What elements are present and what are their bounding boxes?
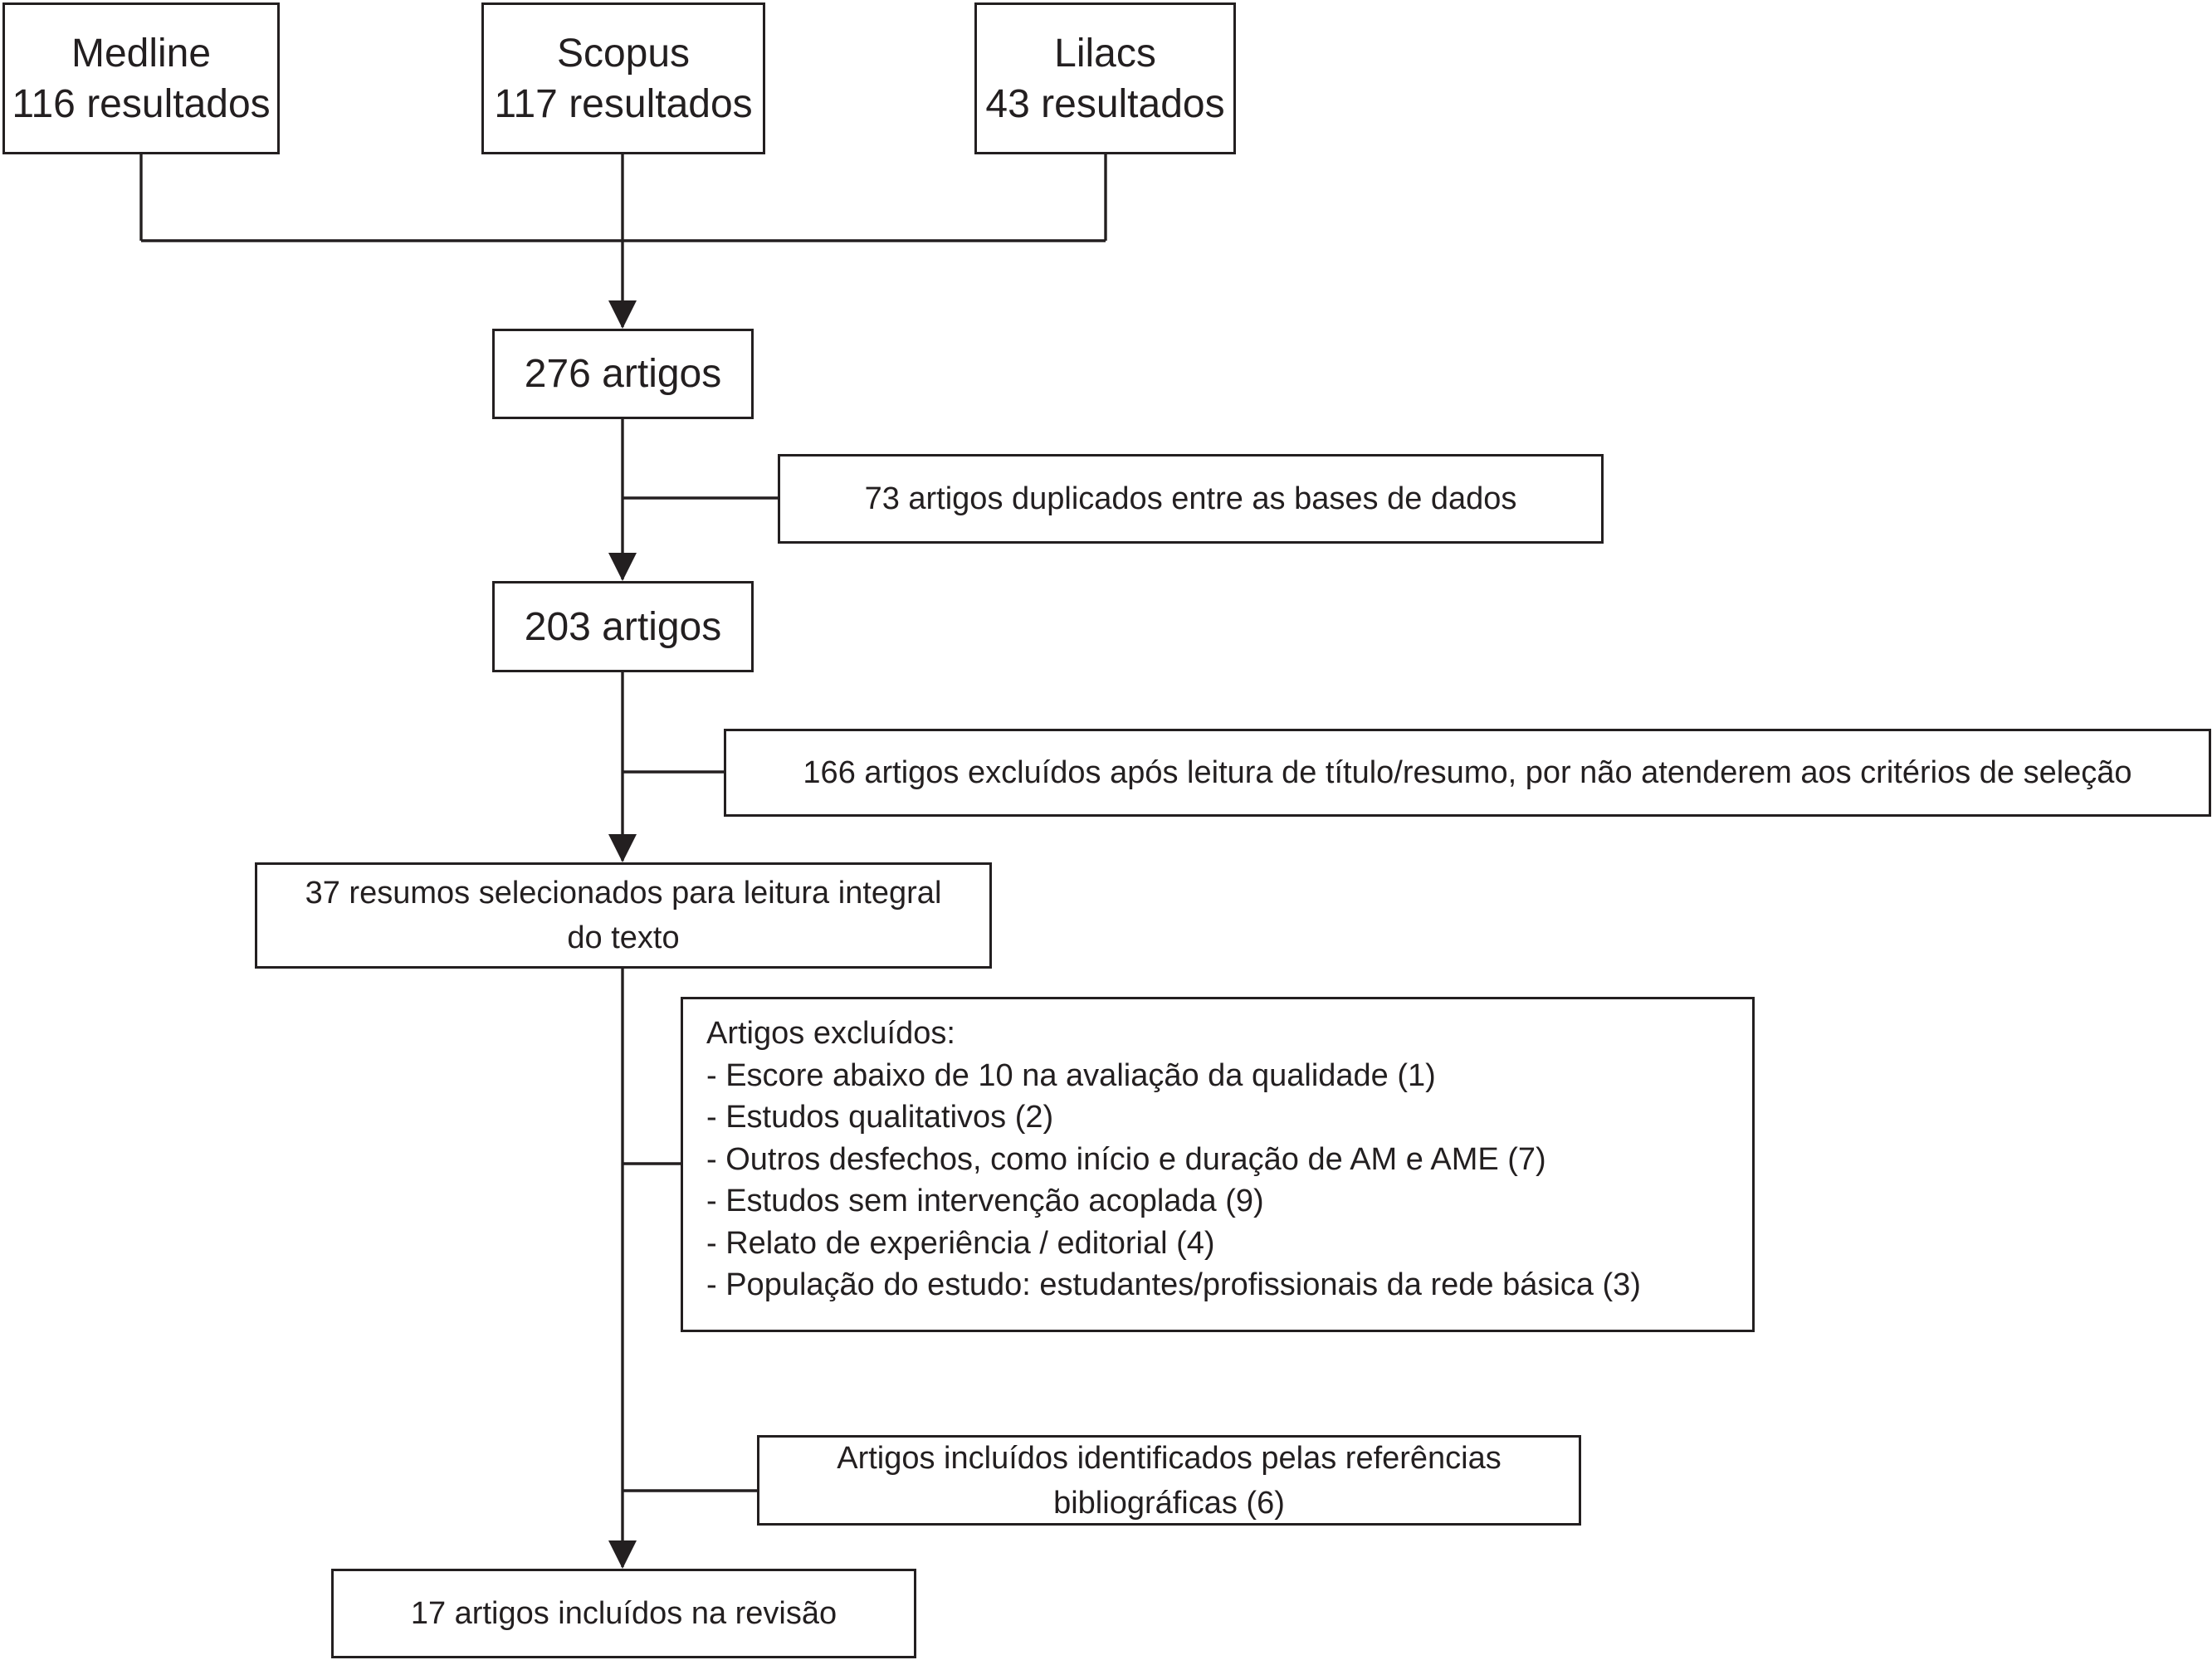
- medline-box: Medline 116 resultados: [2, 2, 280, 154]
- medline-count: 116 resultados: [12, 81, 271, 126]
- references-line1: Artigos incluídos identificados pelas re…: [837, 1440, 1502, 1476]
- total-articles-box: 276 artigos: [492, 329, 754, 419]
- arrowhead-17: [608, 1540, 637, 1569]
- medline-name: Medline: [71, 31, 212, 76]
- scopus-count: 117 resultados: [494, 81, 753, 126]
- scopus-name: Scopus: [556, 31, 691, 76]
- excluded-item: - Estudos qualitativos (2): [706, 1100, 1054, 1135]
- after-duplicates-box: 203 artigos: [492, 581, 754, 672]
- arrowhead-203: [608, 553, 637, 581]
- scopus-box: Scopus 117 resultados: [481, 2, 765, 154]
- after-duplicates-label: 203 artigos: [524, 604, 722, 649]
- full-text-selection-box: 37 resumos selecionados para leitura int…: [255, 862, 992, 969]
- duplicates-label: 73 artigos duplicados entre as bases de …: [864, 481, 1517, 516]
- arrowhead-276: [608, 300, 637, 329]
- excluded-item: - Estudos sem intervenção acoplada (9): [706, 1184, 1264, 1218]
- references-line2: bibliográficas (6): [1053, 1485, 1285, 1521]
- excluded-item: - Escore abaixo de 10 na avaliação da qu…: [706, 1057, 1436, 1093]
- references-box: Artigos incluídos identificados pelas re…: [757, 1435, 1581, 1526]
- excluded-articles-box: Artigos excluídos: - Escore abaixo de 10…: [681, 997, 1755, 1332]
- title-abstract-exclusion-label: 166 artigos excluídos após leitura de tí…: [803, 755, 2132, 790]
- title-abstract-exclusion-box: 166 artigos excluídos após leitura de tí…: [724, 729, 2211, 817]
- final-included-box: 17 artigos incluídos na revisão: [331, 1569, 916, 1658]
- duplicates-box: 73 artigos duplicados entre as bases de …: [778, 454, 1604, 544]
- excluded-heading: Artigos excluídos:: [706, 1016, 955, 1051]
- excluded-item: - População do estudo: estudantes/profis…: [706, 1267, 1641, 1302]
- full-text-selection-line2: do texto: [567, 920, 680, 955]
- lilacs-name: Lilacs: [1054, 31, 1156, 76]
- lilacs-box: Lilacs 43 resultados: [974, 2, 1236, 154]
- excluded-item: - Relato de experiência / editorial (4): [706, 1225, 1215, 1261]
- arrowhead-37: [608, 834, 637, 862]
- lilacs-count: 43 resultados: [985, 81, 1225, 126]
- final-included-label: 17 artigos incluídos na revisão: [410, 1596, 837, 1631]
- excluded-item: - Outros desfechos, como início e duraçã…: [706, 1141, 1546, 1177]
- full-text-selection-line1: 37 resumos selecionados para leitura int…: [305, 876, 942, 911]
- total-articles-label: 276 artigos: [524, 352, 722, 396]
